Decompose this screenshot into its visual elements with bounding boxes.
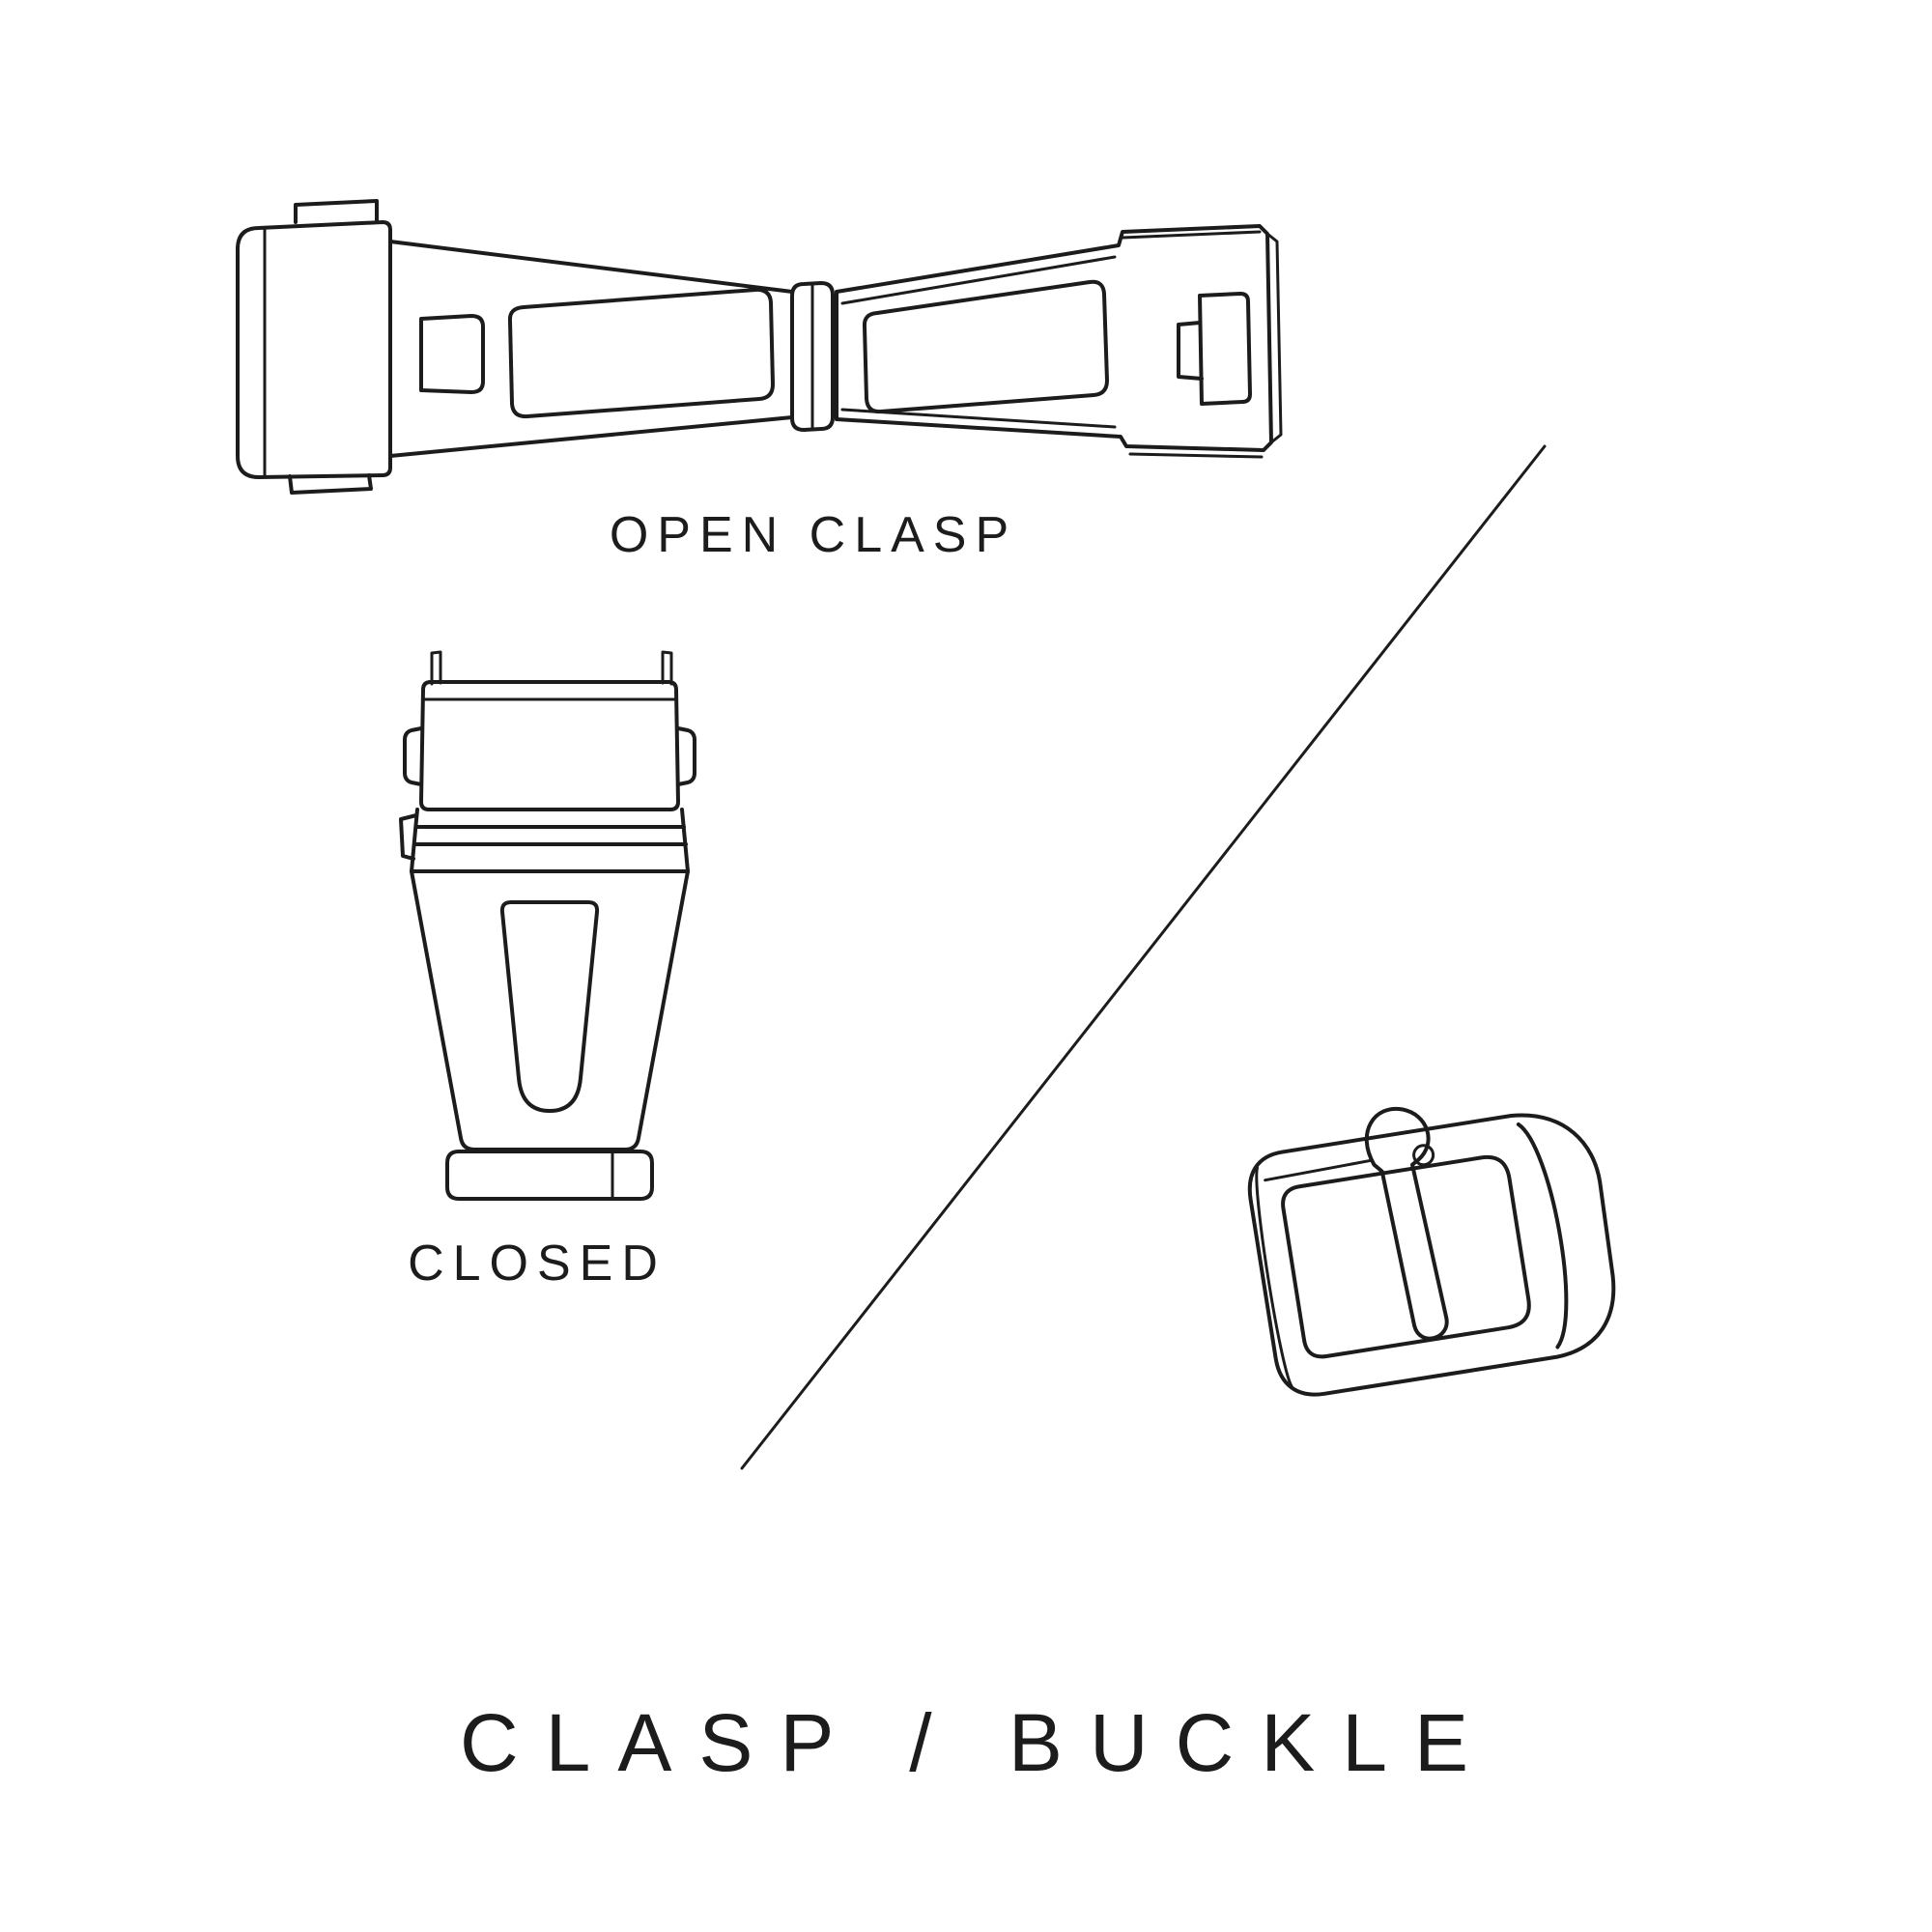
closed-clasp-label: CLOSED [408, 1236, 667, 1292]
page-title: CLASP / BUCKLE [459, 1697, 1496, 1788]
closed-clasp-illustration [399, 650, 696, 1201]
open-clasp-label: OPEN CLASP [609, 507, 1018, 563]
open-clasp-illustration [236, 199, 1283, 495]
diagonal-divider [740, 444, 1547, 1470]
buckle-illustration [1247, 1106, 1616, 1397]
